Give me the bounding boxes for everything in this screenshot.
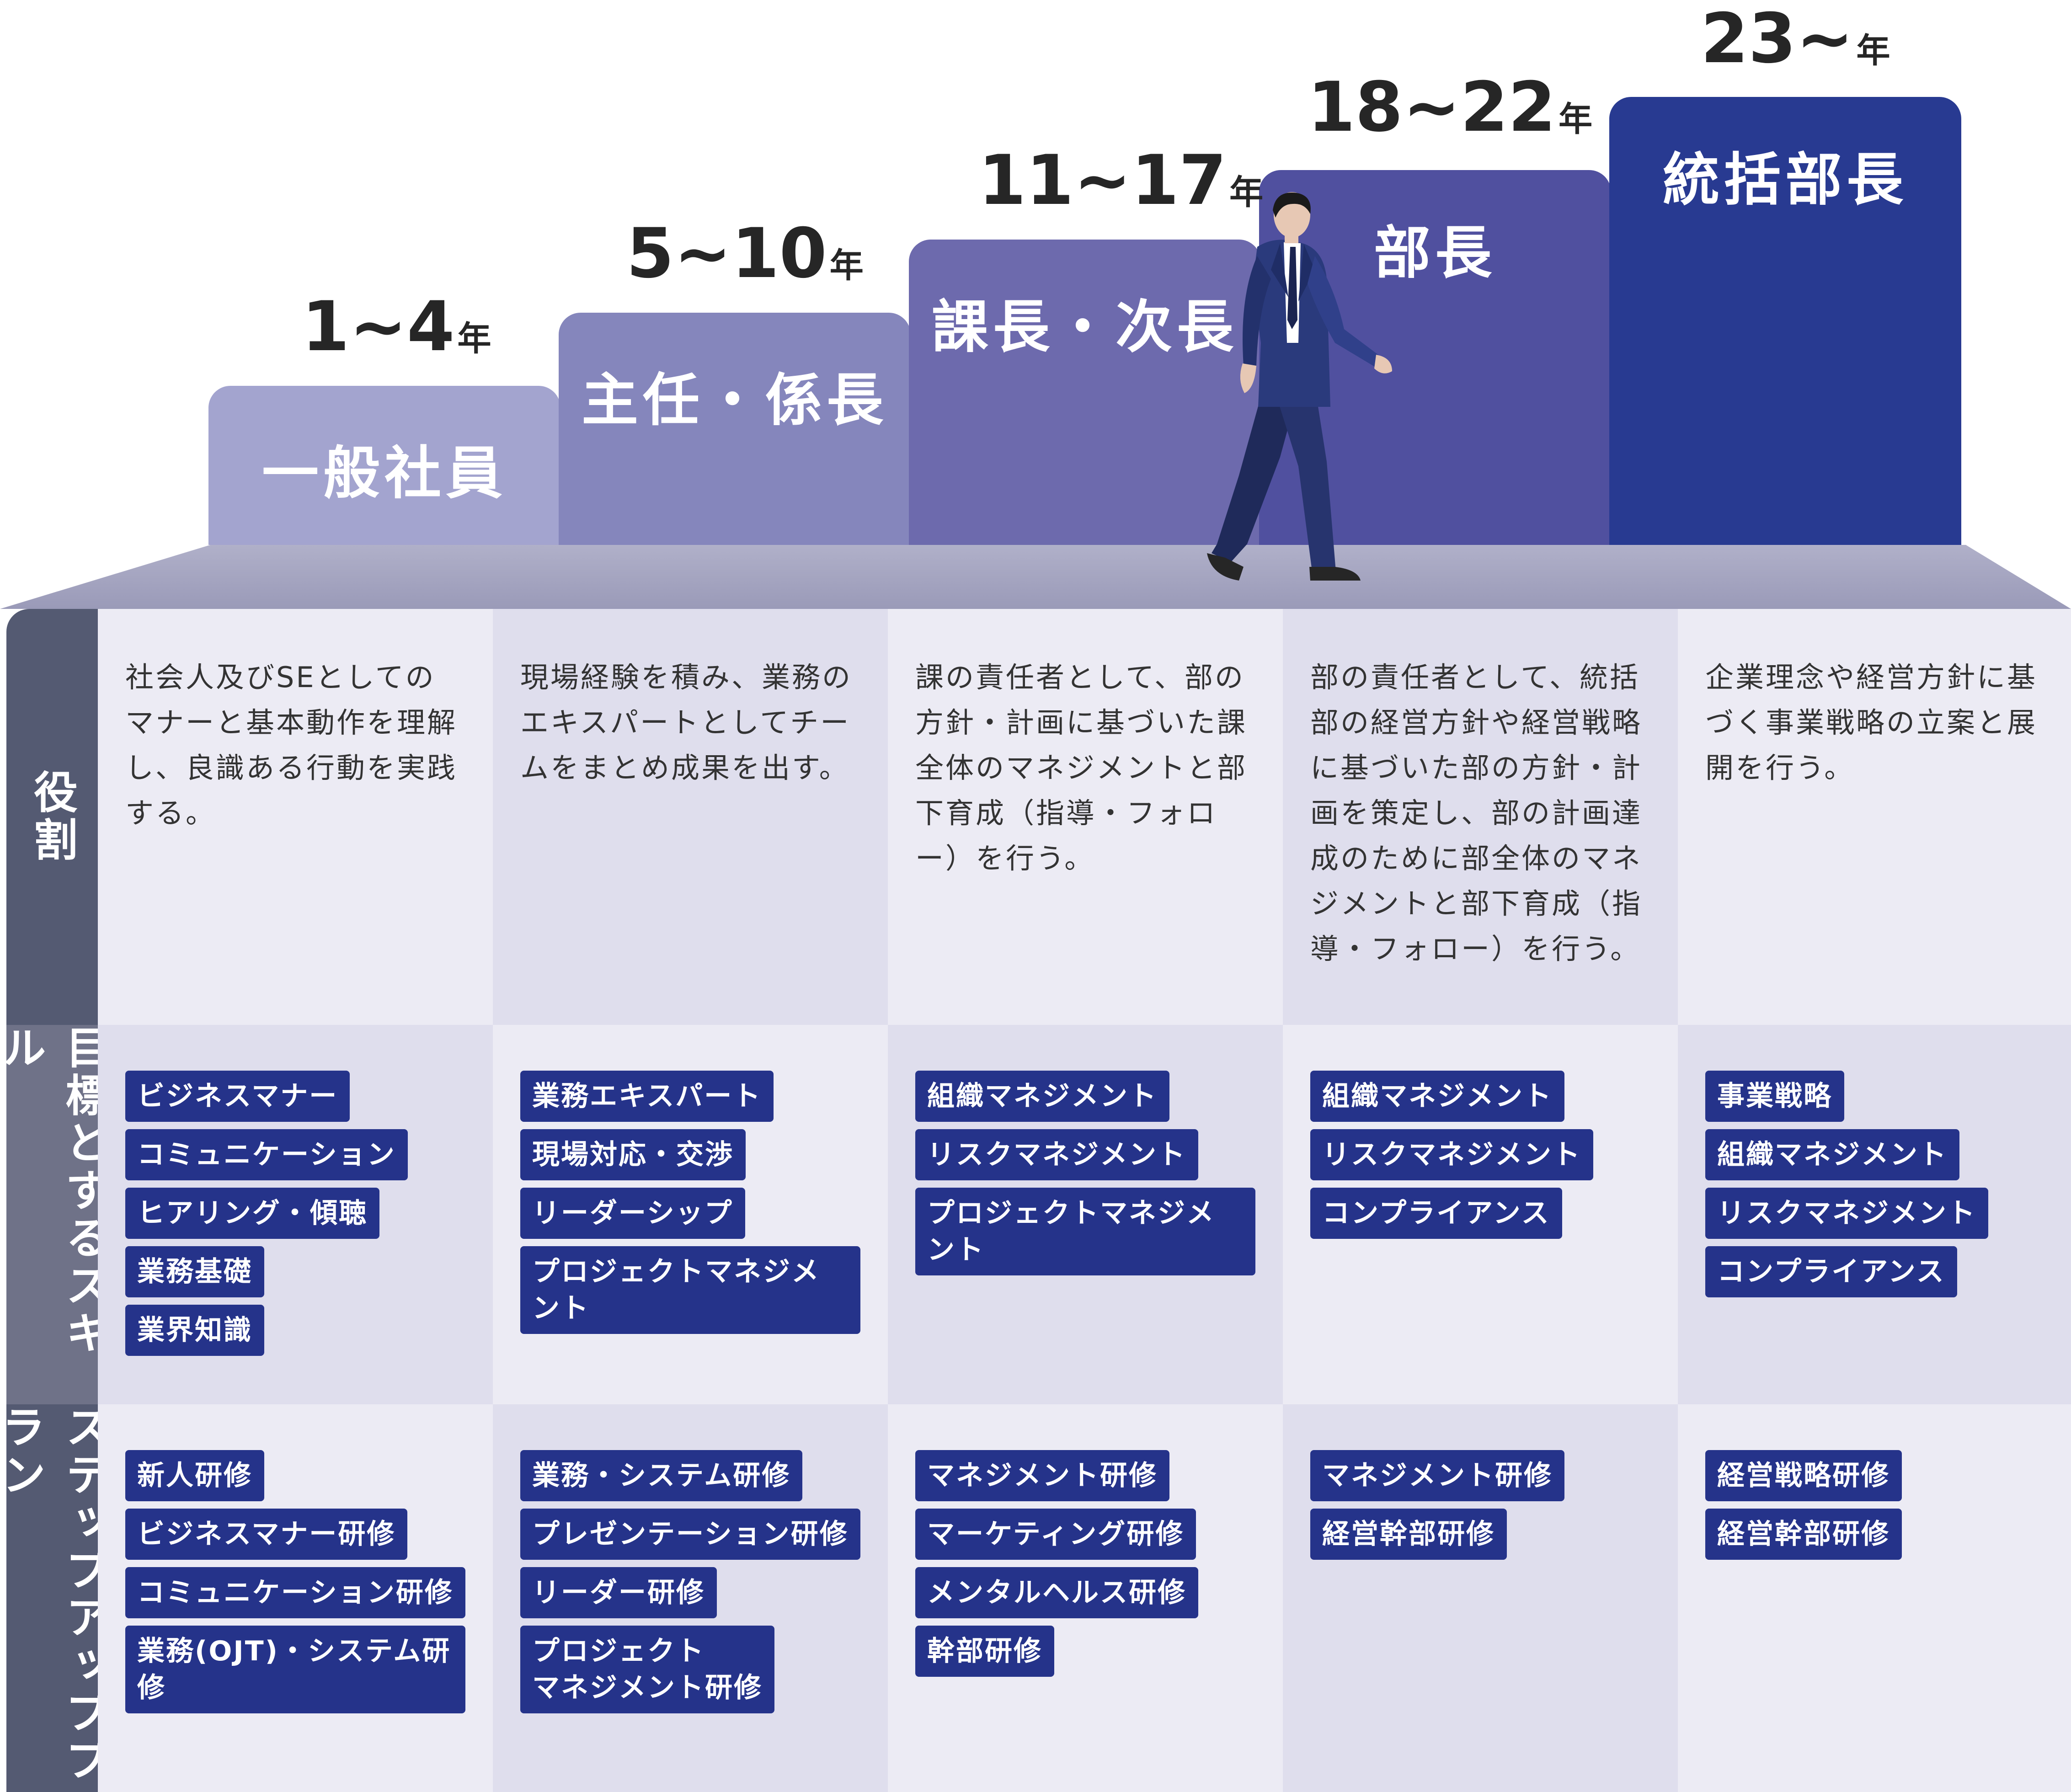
skill-tag: 組織マネジメント [1705,1129,1959,1180]
role-cell-1: 社会人及びSEとしてのマナーと基本動作を理解し、良識ある行動を実践する。 [98,609,493,1025]
training-tag: プロジェクト マネジメント研修 [520,1626,774,1713]
step-level-2: 主任・係長 [559,313,911,545]
training-tag: 新人研修 [125,1450,264,1501]
plan-cell-5: 経営戦略研修 経営幹部研修 [1678,1404,2071,1792]
skills-cell-1: ビジネスマナー コミュニケーション ヒアリング・傾聴 業務基礎 業界知識 [98,1025,493,1404]
skill-tag: ビジネスマナー [125,1071,350,1122]
role-cell-5: 企業理念や経営方針に基づく事業戦略の立案と展開を行う。 [1678,609,2071,1025]
role-text: 社会人及びSEとしてのマナーと基本動作を理解し、良識ある行動を実践する。 [125,661,458,830]
training-tag: 幹部研修 [915,1626,1054,1677]
level-title: 部長 [1373,220,1496,286]
skill-tag: コミュニケーション [125,1129,408,1180]
training-tag: マーケティング研修 [915,1509,1196,1560]
skills-cell-2: 業務エキスパート 現場対応・交渉 リーダーシップ プロジェクトマネジメント [493,1025,888,1404]
level-title: 課長・次長 [931,294,1238,360]
plan-cell-4: マネジメント研修 経営幹部研修 [1283,1404,1678,1792]
role-cell-4: 部の責任者として、統括部の経営方針や経営戦略に基づいた部の方針・計画を策定し、部… [1283,609,1678,1025]
years-label-5: 23~年 [1701,0,1890,79]
years-label-2: 5~10年 [626,214,864,293]
row-label-plan: ステップアッププラン [0,1404,109,1792]
skill-tag: 事業戦略 [1705,1071,1844,1122]
years-label-4: 18~22年 [1308,68,1593,147]
skills-cell-3: 組織マネジメント リスクマネジメント プロジェクトマネジメント [888,1025,1283,1404]
training-tag: メンタルヘルス研修 [915,1567,1198,1618]
skill-tag: リスクマネジメント [915,1129,1198,1180]
skill-tag: リスクマネジメント [1705,1188,1988,1239]
role-cell-2: 現場経験を積み、業務のエキスパートとしてチームをまとめ成果を出す。 [493,609,888,1025]
row-label-skills: 目標とするスキル [0,1025,109,1404]
training-tag: ビジネスマナー研修 [125,1509,408,1560]
level-title: 統括部長 [1662,147,1908,213]
training-tag: 経営戦略研修 [1705,1450,1902,1501]
row-label-role: 役割 [6,609,98,1025]
training-tag: 経営幹部研修 [1705,1509,1902,1560]
training-tag: 業務・システム研修 [520,1450,803,1501]
skill-tag: 業務基礎 [125,1246,264,1297]
skill-tag: 業界知識 [125,1305,264,1356]
step-level-1: 一般社員 [208,386,560,545]
floor-perspective [0,545,2071,609]
plan-cell-3: マネジメント研修 マーケティング研修 メンタルヘルス研修 幹部研修 [888,1404,1283,1792]
plan-cell-2: 業務・システム研修 プレゼンテーション研修 リーダー研修 プロジェクト マネジメ… [493,1404,888,1792]
role-cell-3: 課の責任者として、部の方針・計画に基づいた課全体のマネジメントと部下育成（指導・… [888,609,1283,1025]
years-label-3: 11~17年 [978,141,1264,220]
training-tag: マネジメント研修 [915,1450,1169,1501]
plan-cell-1: 新人研修 ビジネスマナー研修 コミュニケーション研修 業務(OJT)・システム研… [98,1404,493,1792]
skill-tag: プロジェクトマネジメント [915,1188,1255,1275]
skill-tag: 業務エキスパート [520,1071,774,1122]
level-title: 主任・係長 [581,368,888,433]
training-tag: 業務(OJT)・システム研修 [125,1626,465,1713]
skills-cell-4: 組織マネジメント リスクマネジメント コンプライアンス [1283,1025,1678,1404]
skills-cell-5: 事業戦略 組織マネジメント リスクマネジメント コンプライアンス [1678,1025,2071,1404]
skill-tag: 組織マネジメント [915,1071,1169,1122]
businessman-illustration [1207,192,1392,581]
role-text: 部の責任者として、統括部の経営方針や経営戦略に基づいた部の方針・計画を策定し、部… [1310,661,1643,965]
training-tag: プレゼンテーション研修 [520,1509,860,1560]
step-level-5: 統括部長 [1609,97,1961,545]
role-text: 課の責任者として、部の方針・計画に基づいた課全体のマネジメントと部下育成（指導・… [915,661,1248,875]
training-tag: コミュニケーション研修 [125,1567,465,1618]
skill-tag: コンプライアンス [1705,1246,1957,1297]
step-level-3: 課長・次長 [909,240,1261,545]
level-title: 一般社員 [262,441,507,507]
skill-tag: リーダーシップ [520,1188,745,1239]
role-text: 企業理念や経営方針に基づく事業戦略の立案と展開を行う。 [1705,661,2038,784]
skill-tag: リスクマネジメント [1310,1129,1593,1180]
skill-tag: ヒアリング・傾聴 [125,1188,379,1239]
skill-tag: コンプライアンス [1310,1188,1562,1239]
role-text: 現場経験を積み、業務のエキスパートとしてチームをまとめ成果を出す。 [520,661,853,784]
skill-tag: 組織マネジメント [1310,1071,1564,1122]
training-tag: マネジメント研修 [1310,1450,1564,1501]
training-tag: 経営幹部研修 [1310,1509,1507,1560]
skill-tag: 現場対応・交渉 [520,1129,746,1180]
years-label-1: 1~4年 [302,287,491,367]
training-tag: リーダー研修 [520,1567,717,1618]
skill-tag: プロジェクトマネジメント [520,1246,860,1334]
